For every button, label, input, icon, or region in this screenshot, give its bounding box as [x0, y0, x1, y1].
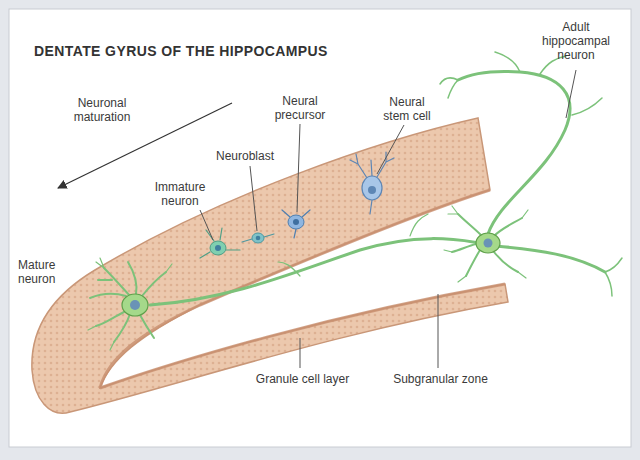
part-label: Adult hippocampal neuron — [528, 20, 624, 62]
part-label: Neural precursor — [262, 94, 338, 122]
adult-hippocampal-neuron-cell — [452, 244, 476, 252]
green-axon-fibers — [410, 214, 428, 236]
mature-neuron-cell — [142, 272, 166, 296]
granule-cell-band — [32, 118, 508, 413]
immature-neuron-cell — [200, 228, 240, 258]
label-wrap: Subgranular zone — [383, 372, 498, 386]
neuroblast-cell — [242, 234, 274, 242]
adult-hippocampal-neuron-cell — [458, 214, 482, 236]
leader-lines — [200, 210, 213, 240]
green-axon-fibers — [572, 98, 602, 115]
mature-neuron-cell — [104, 268, 130, 296]
leader-lines — [200, 70, 576, 368]
adult-hippocampal-neuron-cell — [444, 206, 528, 282]
leader-lines — [250, 166, 257, 231]
adult-hippocampal-neuron-cell — [494, 252, 518, 272]
green-axon-fibers — [605, 258, 622, 272]
neural-precursor-cell — [293, 219, 299, 225]
immature-neuron-cell — [210, 241, 226, 255]
leader-lines — [438, 294, 439, 368]
green-axon-fibers — [150, 52, 622, 305]
label-wrap: Adult hippocampal neuron — [528, 20, 624, 62]
mature-neuron-cell — [130, 300, 140, 310]
neuroblast-cell — [256, 236, 261, 241]
adult-hippocampal-neuron-cell — [444, 206, 528, 282]
label-wrap: Granule cell layer — [245, 372, 360, 386]
immature-neuron-cell — [200, 228, 240, 258]
green-axon-fibers — [150, 239, 480, 305]
mature-neuron-cell — [90, 294, 126, 298]
mature-neuron-cell — [114, 314, 130, 342]
part-label: Neural stem cell — [377, 95, 437, 123]
neural-precursor-cell — [282, 210, 310, 238]
green-axon-fibers — [495, 52, 520, 72]
neural-stem-cell — [371, 160, 372, 176]
part-label: Neuronal maturation — [62, 96, 142, 124]
mature-neuron-cell — [88, 258, 172, 350]
adult-hippocampal-neuron-cell — [494, 218, 522, 236]
leader-lines — [377, 125, 404, 174]
label-wrap: Mature neuron — [18, 258, 78, 286]
subgranular-zone-strip — [100, 190, 505, 388]
label-wrap: Immature neuron — [150, 180, 210, 208]
neural-stem-cell — [377, 152, 394, 177]
part-label: Neuroblast — [210, 149, 280, 163]
part-label: Mature neuron — [18, 258, 78, 286]
neuroblast-cell — [242, 234, 274, 242]
leader-lines — [297, 124, 300, 212]
part-label: Granule cell layer — [245, 372, 360, 386]
part-label: Subgranular zone — [383, 372, 498, 386]
neural-stem-cell — [350, 154, 367, 178]
leader-lines — [566, 70, 576, 118]
adult-hippocampal-neuron-cell — [466, 250, 480, 276]
title-wrap: DENTATE GYRUS OF THE HIPPOCAMPUS — [34, 43, 328, 60]
neural-precursor-cell — [288, 215, 304, 229]
immature-neuron-cell — [200, 228, 240, 258]
label-wrap: Neural precursor — [262, 94, 338, 122]
mature-neuron-cell — [88, 258, 172, 350]
green-axon-fibers — [448, 80, 458, 98]
green-axon-fibers — [605, 272, 612, 296]
leader-lines — [300, 338, 301, 368]
subgranular-zone-strip — [100, 284, 505, 388]
granule-cell-band — [32, 118, 508, 413]
neuroblast-cell — [252, 233, 264, 243]
mature-neuron-cell — [140, 315, 154, 338]
mature-neuron-cell — [88, 258, 172, 350]
mature-neuron-cell — [98, 279, 112, 281]
green-axon-fibers — [458, 71, 570, 234]
neural-stem-cell — [362, 176, 382, 200]
neural-stem-cell — [350, 152, 394, 214]
mature-neuron-cell — [128, 262, 137, 294]
green-axon-fibers — [278, 262, 300, 276]
part-label: Immature neuron — [150, 180, 210, 208]
mature-neuron-cell — [96, 312, 124, 326]
neural-stem-cell — [368, 186, 376, 194]
neural-precursor-cell — [282, 210, 310, 238]
diagram-title: DENTATE GYRUS OF THE HIPPOCAMPUS — [34, 43, 328, 60]
neural-stem-cell — [370, 200, 372, 214]
label-wrap: Neural stem cell — [377, 95, 437, 123]
subgranular-zone-strip — [100, 190, 490, 388]
label-wrap: Neuronal maturation — [62, 96, 142, 124]
neural-precursor-cell — [282, 210, 310, 238]
label-wrap: Neuroblast — [210, 149, 280, 163]
immature-neuron-cell — [215, 245, 221, 251]
adult-hippocampal-neuron-cell — [444, 206, 528, 282]
adult-hippocampal-neuron-cell — [484, 239, 493, 248]
white-panel — [9, 9, 631, 447]
mature-neuron-cell — [122, 294, 148, 316]
neural-stem-cell — [350, 152, 394, 214]
adult-hippocampal-neuron-cell — [476, 233, 500, 253]
neuroblast-cell — [242, 233, 274, 243]
